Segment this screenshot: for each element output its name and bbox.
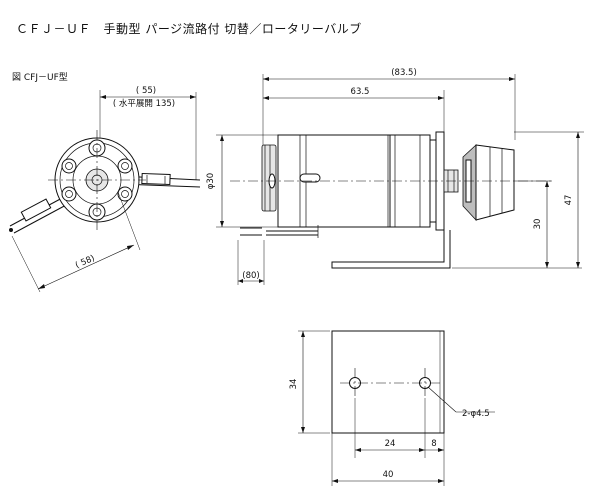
side-view: (83.5) 63.5 φ30 xyxy=(206,68,584,285)
dim-front-width: ( 55) xyxy=(136,86,156,96)
dim-front-diagonal: ( 58) xyxy=(74,254,96,271)
dim-body-diameter: φ30 xyxy=(206,173,216,189)
dim-total-height: 47 xyxy=(564,195,574,206)
dim-shaft-height: 30 xyxy=(533,219,543,230)
dim-front-horizontal: ( 水平展開 135) xyxy=(113,98,175,109)
figure-label: 図 CFJ－UF型 xyxy=(12,73,68,83)
drawing-title: ＣＦＪ－ＵＦ 手動型 パージ流路付 切替／ロータリーバルブ xyxy=(16,22,362,36)
dim-overall-length: (83.5) xyxy=(391,68,417,78)
bracket-view: 34 2-φ4.5 24 8 40 xyxy=(289,330,495,486)
dim-pipe: (80) xyxy=(242,271,259,281)
dim-hole-edge: 8 xyxy=(431,439,436,449)
dim-body-length: 63.5 xyxy=(351,87,370,97)
dim-bracket-height: 34 xyxy=(289,379,299,390)
dim-bracket-width: 40 xyxy=(383,470,394,480)
front-view: ( 55) ( 水平展開 135) ( 58) xyxy=(9,86,201,293)
label-hole: 2-φ4.5 xyxy=(462,409,490,419)
dim-hole-pitch: 24 xyxy=(385,439,396,449)
